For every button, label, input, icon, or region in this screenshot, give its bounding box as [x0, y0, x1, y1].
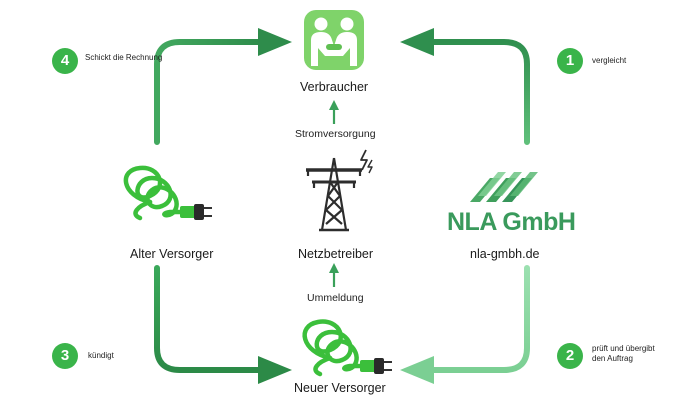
step-badge: 3 — [52, 343, 78, 369]
arrow-power-supply — [329, 100, 339, 124]
grid-operator-label: Netzbetreiber — [298, 247, 374, 261]
handshake-icon — [304, 10, 364, 70]
arrow-old-to-consumer — [154, 28, 292, 145]
step-text: vergleicht — [592, 56, 627, 65]
step-badge: 4 — [52, 48, 78, 74]
arrow-old-to-new — [154, 265, 292, 384]
new-supplier-label: Neuer Versorger — [294, 381, 386, 395]
step-badge: 2 — [557, 343, 583, 369]
arrow-re-registration — [329, 263, 339, 287]
step-badge: 1 — [557, 48, 583, 74]
step-text: kündigt — [88, 351, 114, 360]
nla-logo-icon — [470, 172, 538, 202]
re-registration-label: Ummeldung — [307, 292, 364, 304]
power-plug-cable-icon — [302, 319, 392, 377]
logo-text: NLA GmbH — [447, 208, 576, 236]
arrow-company-to-new — [400, 265, 530, 384]
power-plug-cable-icon — [123, 165, 212, 221]
old-supplier-label: Alter Versorger — [130, 247, 214, 261]
company-url: nla-gmbh.de — [470, 247, 540, 261]
consumer-label: Verbraucher — [300, 80, 369, 94]
arrow-company-to-consumer — [400, 28, 530, 145]
power-supply-label: Stromversorgung — [295, 128, 376, 140]
step-text: Schickt die Rechnung — [85, 53, 163, 62]
step-text: prüft und übergibt den Auftrag — [592, 344, 655, 363]
power-tower-icon — [306, 149, 373, 232]
